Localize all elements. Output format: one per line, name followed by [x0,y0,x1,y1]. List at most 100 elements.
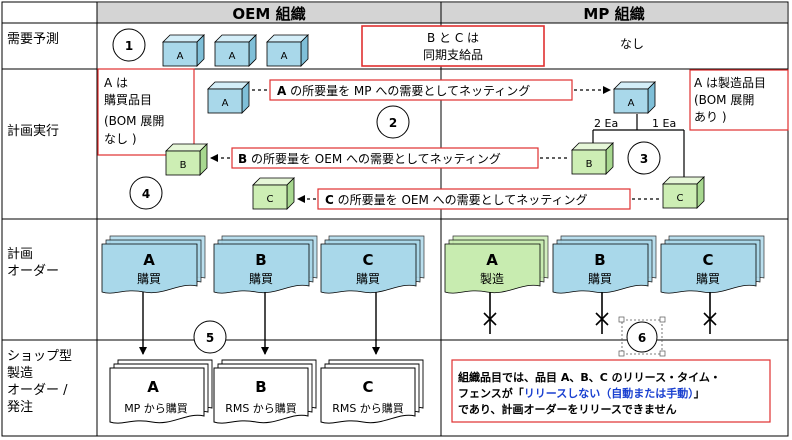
shop-label: MP から購買 [124,401,188,415]
header-oem: OEM 組織 [232,5,305,23]
order-item: C [362,251,373,269]
cube-label: A [222,98,229,109]
order-doc-oem-b: B 購買 [213,235,318,294]
cube-label: B [586,159,593,170]
cube-label: A [177,51,184,62]
order-item: A [143,251,155,269]
order-doc-oem-a: A 購買 [101,235,206,294]
step-circle-3: 3 [627,141,661,175]
oem-note-box [97,68,195,156]
step-number: 3 [640,152,648,166]
step-circle-2: 2 [376,105,410,139]
selection-handle [618,350,625,357]
order-label: 製造 [480,272,504,286]
forecast-cube-a1: A [162,34,205,67]
net-b-box [231,147,539,169]
step-circle-6: 6 [618,316,666,357]
oem-note-line2: 購買品目 [104,93,152,107]
row-label-shop-2: 製造 [7,366,33,381]
bom-tree [592,114,685,177]
net-a-box [269,79,573,101]
row-label-orders-1: 計画 [7,246,33,262]
release-fence-note-line3: であり、計画オーダーをリリースできません [458,402,677,416]
bom-qty-c: 1 Ea [652,117,676,130]
release-fence-note-line1: 組織品目では、品目 A、B、C のリリース・タイム・ [458,370,721,384]
header-mp: MP 組織 [583,5,644,23]
net-c-box [317,188,631,210]
row-label-shop-4: 発注 [7,400,33,415]
row-label-planning: 計画実行 [7,123,59,139]
oem-note-line4: なし ) [104,132,137,146]
planning-cube-c-oem: C [252,177,295,210]
order-label: 購買 [249,272,273,286]
net-a-text: A の所要量を MP への需要としてネッティング [277,84,530,98]
forecast-cube-a3: A [266,34,309,67]
row-label-orders-2: オーダー [7,264,59,279]
row-label-shop-3: オーダー / [7,383,68,398]
release-fence-note-box [451,359,771,423]
net-b-text: B の所要量を OEM への需要としてネッティング [238,152,501,166]
bom-qty-b: 2 Ea [594,117,618,130]
order-doc-mp-a: A 製造 [444,235,549,294]
step-number: 2 [389,116,397,130]
oem-note-line3: (BOM 展開 [104,114,164,128]
shop-label: RMS から購買 [225,401,297,415]
release-fence-note-line2: フェンスが「リリースしない（自動または手動）」 [458,386,705,400]
net-b-bold: B [238,152,247,166]
release-arrows-oem [139,292,380,355]
forecast-note-box [361,25,545,67]
forecast-cube-a2: A [214,34,257,67]
selection-frame [621,319,663,355]
note3-seg1: であり、計画オーダーをリリースできません [458,402,677,416]
cube-label: A [229,51,236,62]
mp-note-line1: A は製造品目 [694,76,766,90]
net-c-rest: の所要量を OEM への需要としてネッティング [334,193,588,207]
shop-label: RMS から購買 [332,401,404,415]
cube-label: C [677,193,684,204]
step-circle-4: 4 [129,176,163,210]
order-label: 購買 [356,272,380,286]
order-doc-mp-b: B 購買 [552,235,657,294]
step-number: 4 [142,187,150,201]
row-label-shop-1: ショップ型 [7,349,72,364]
mp-note-box [689,69,789,131]
mp-note-line3: あり ) [694,110,727,124]
forecast-mp-none: なし [620,37,644,51]
order-item: A [486,251,498,269]
header-row-bg [97,3,787,23]
planning-cube-b-mp: B [571,142,614,175]
forecast-note-line2: 同期支給品 [423,48,483,62]
net-c-text: C の所要量を OEM への需要としてネッティング [325,193,588,207]
row-label-forecast: 需要予測 [7,32,59,47]
note2-seg2: リリースしない（自動または手動） [524,386,694,400]
planning-cube-a-oem: A [207,81,250,114]
order-item: B [594,251,605,269]
cube-label: A [628,98,635,109]
planning-cube-c-mp: C [662,176,705,209]
net-c-bold: C [325,193,334,207]
forecast-note-line1: B と C は [427,31,479,45]
planning-cube-a-mp: A [613,81,656,114]
order-label: 購買 [696,272,720,286]
selection-handle [659,350,666,357]
net-a-rest: の所要量を MP への需要としてネッティング [286,84,530,98]
net-a-bold: A [277,84,287,98]
step-number: 6 [638,331,646,345]
step-circle-1: 1 [112,28,146,62]
cube-label: C [267,194,274,205]
shop-item: A [147,378,159,396]
note1-seg1: 組織品目では、品目 A、B、C のリリース・タイム・ [458,370,721,384]
step-number: 1 [125,39,133,53]
shop-doc-b: B RMS から購買 [213,359,317,424]
shop-doc-a: A MP から購買 [109,359,213,424]
planning-cube-b-oem: B [165,143,208,176]
order-item: C [702,251,713,269]
cube-label: B [180,160,187,171]
order-label: 購買 [588,272,612,286]
selection-handle [618,316,625,323]
note2-seg1: フェンスが「 [458,386,524,400]
shop-item: C [362,378,373,396]
order-doc-oem-c: C 購買 [320,235,425,294]
shop-item: B [255,378,266,396]
net-b-rest: の所要量を OEM への需要としてネッティング [247,152,501,166]
